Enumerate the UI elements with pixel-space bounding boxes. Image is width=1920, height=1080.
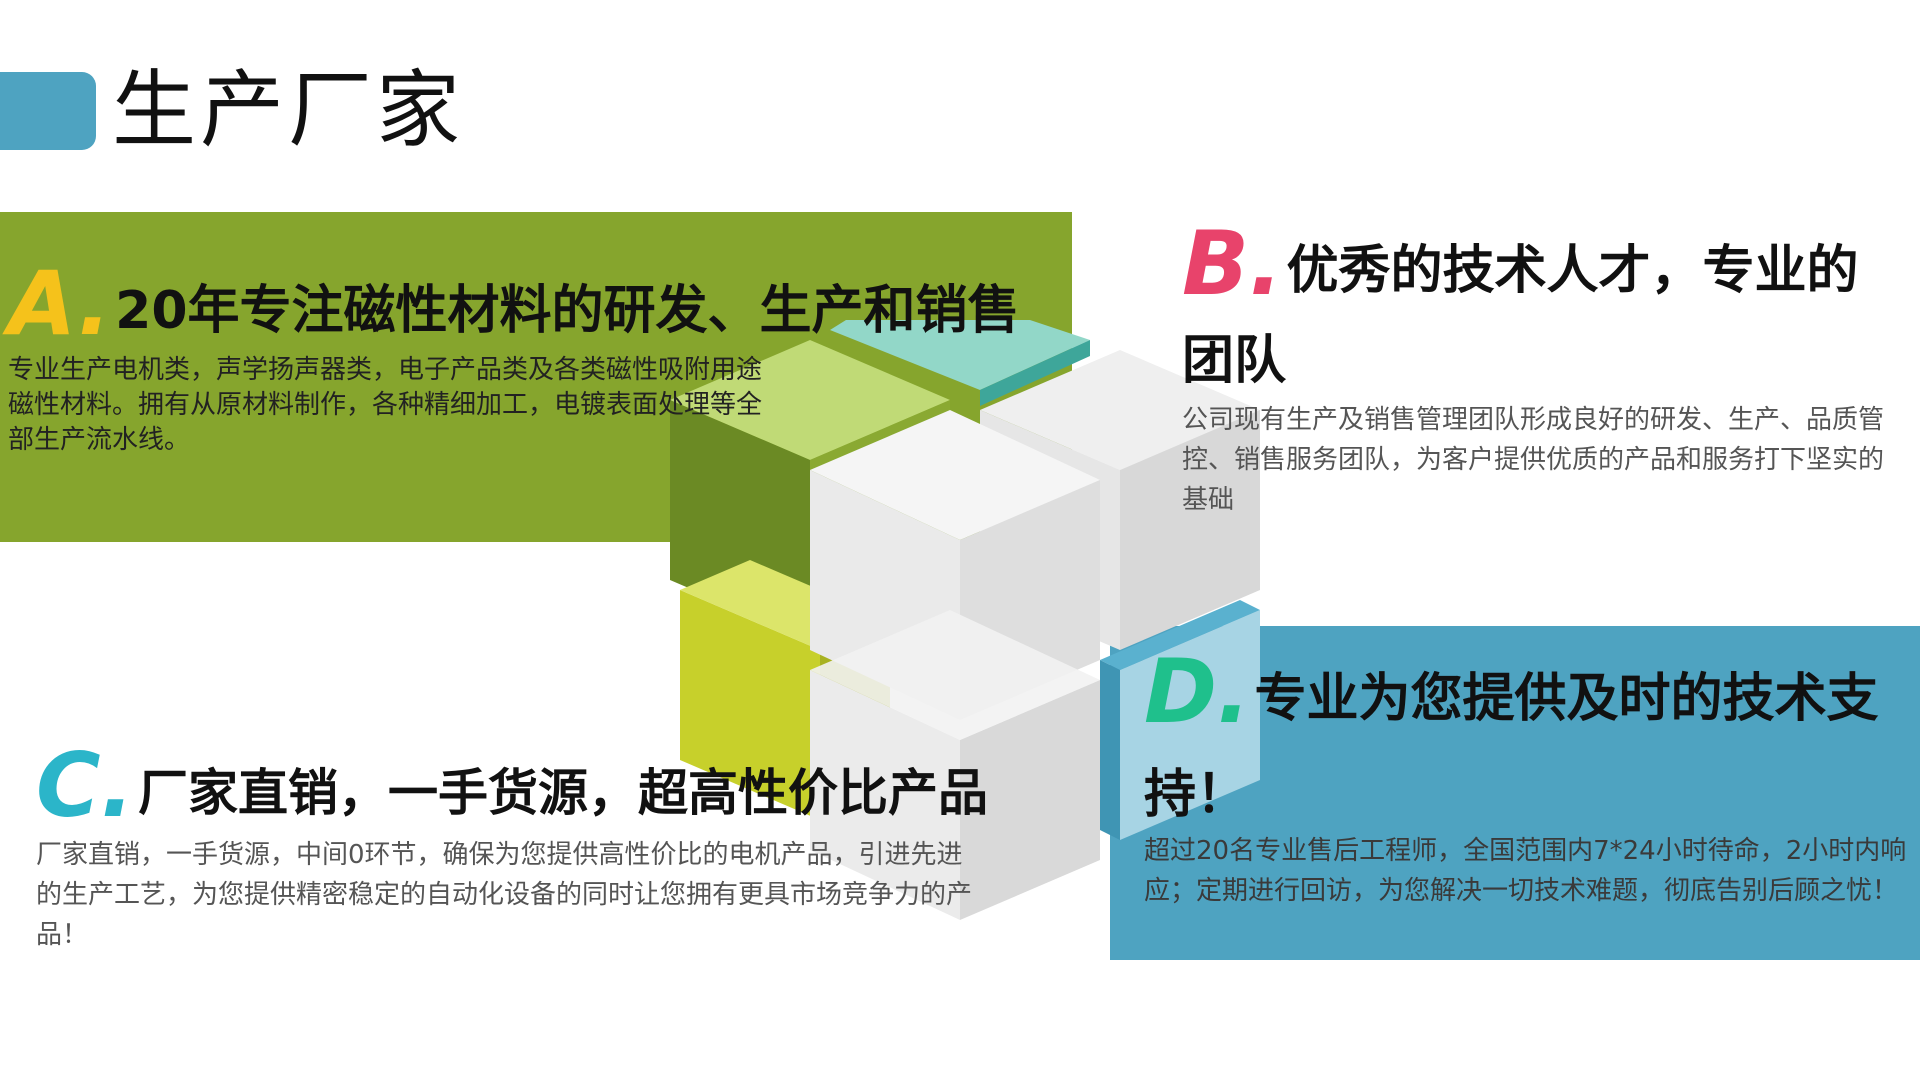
cube-teal-top bbox=[830, 320, 1090, 406]
section-b-letter: B. bbox=[1182, 212, 1283, 315]
cube-illustration bbox=[670, 320, 1260, 920]
section-c-heading: C.厂家直销，一手货源，超高性价比产品 bbox=[36, 734, 996, 837]
section-b-heading: B.优秀的技术人才，专业的团队 bbox=[1182, 212, 1902, 406]
cube-blue-bottom-right bbox=[1100, 600, 1260, 840]
section-c-body: 厂家直销，一手货源，中间0环节，确保为您提供高性价比的电机产品，引进先进的生产工… bbox=[36, 840, 973, 950]
section-c-title: 厂家直销，一手货源，超高性价比产品 bbox=[138, 764, 989, 822]
section-d: D.专业为您提供及时的技术支持！ 超过20名专业售后工程师，全国范围内7*24小… bbox=[1144, 640, 1920, 911]
section-a-letter: A. bbox=[8, 252, 112, 355]
section-c-letter: C. bbox=[36, 734, 135, 837]
section-d-body: 超过20名专业售后工程师，全国范围内7*24小时待命，2小时内响应；定期进行回访… bbox=[1144, 836, 1907, 906]
section-a-heading: A.20年专注磁性材料的研发、生产和销售 bbox=[8, 252, 1068, 355]
section-a-body: 专业生产电机类，声学扬声器类，电子产品类及各类磁性吸附用途磁性材料。拥有从原材料… bbox=[8, 355, 763, 455]
section-d-heading: D.专业为您提供及时的技术支持！ bbox=[1144, 640, 1920, 843]
section-a: A.20年专注磁性材料的研发、生产和销售 专业生产电机类，声学扬声器类，电子产品… bbox=[8, 252, 1068, 458]
section-b: B.优秀的技术人才，专业的团队 公司现有生产及销售管理团队形成良好的研发、生产、… bbox=[1182, 212, 1902, 520]
section-a-title: 20年专注磁性材料的研发、生产和销售 bbox=[115, 281, 1020, 341]
section-b-title: 优秀的技术人才，专业的团队 bbox=[1182, 241, 1859, 391]
section-d-letter: D. bbox=[1144, 640, 1251, 743]
section-c: C.厂家直销，一手货源，超高性价比产品 厂家直销，一手货源，中间0环节，确保为您… bbox=[36, 734, 996, 955]
section-d-title: 专业为您提供及时的技术支持！ bbox=[1144, 669, 1879, 825]
cube-white-front-bottom bbox=[810, 610, 1100, 920]
title-accent-tab bbox=[0, 72, 96, 150]
page-title: 生产厂家 bbox=[112, 61, 465, 159]
section-b-body: 公司现有生产及销售管理团队形成良好的研发、生产、品质管控、销售服务团队，为客户提… bbox=[1182, 405, 1885, 515]
